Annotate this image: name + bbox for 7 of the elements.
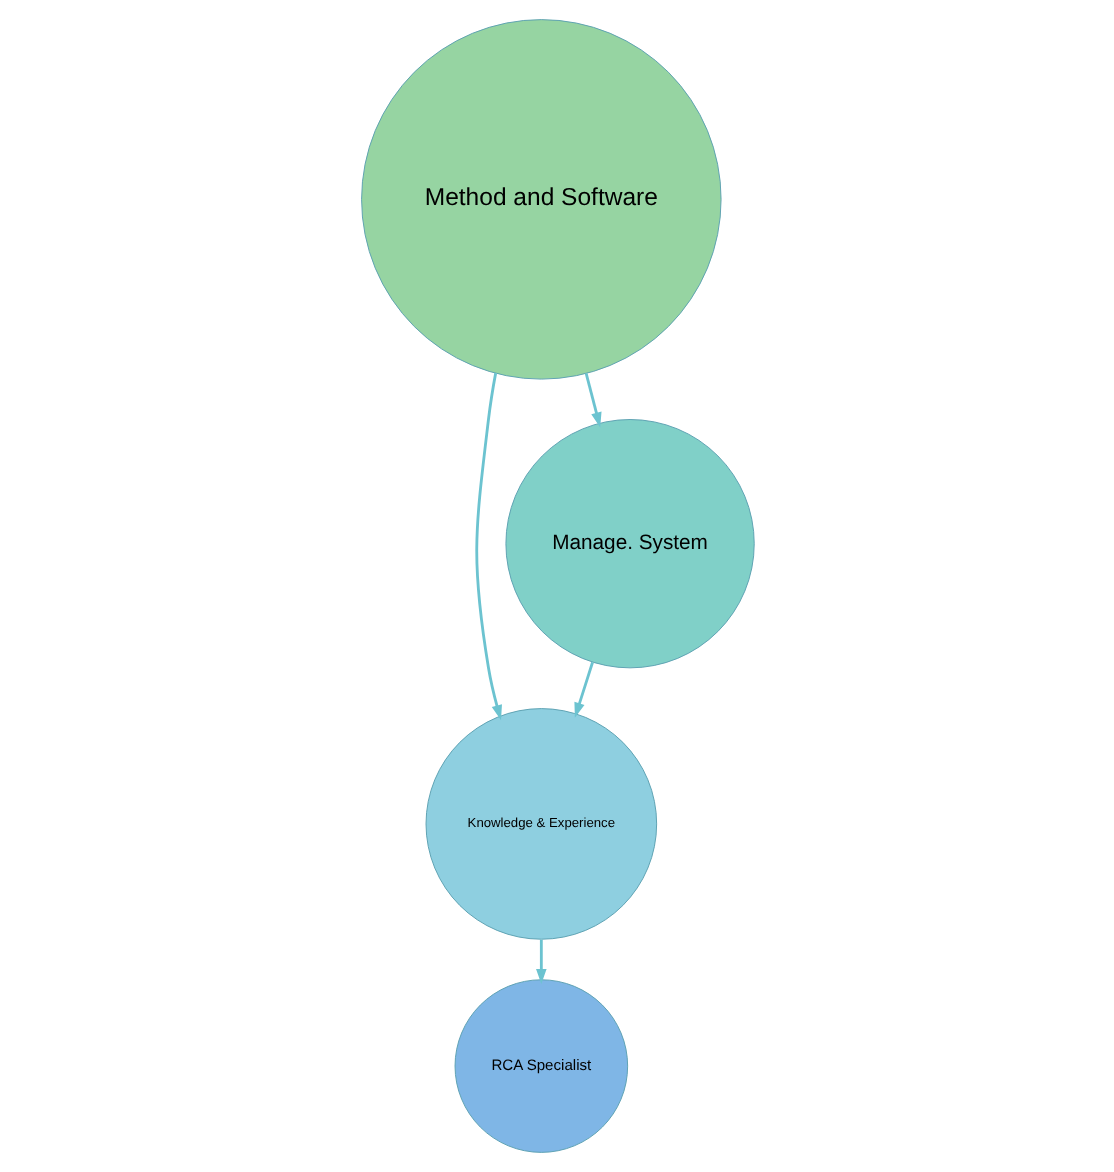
node-circle: Manage. System (504, 419, 754, 669)
arrow (474, 372, 501, 721)
arrow (583, 372, 601, 428)
arrow (573, 661, 593, 718)
arrow (535, 939, 546, 985)
node-circle: RCA Specialist (453, 979, 628, 1153)
node-circle: Method and Software (360, 19, 721, 380)
